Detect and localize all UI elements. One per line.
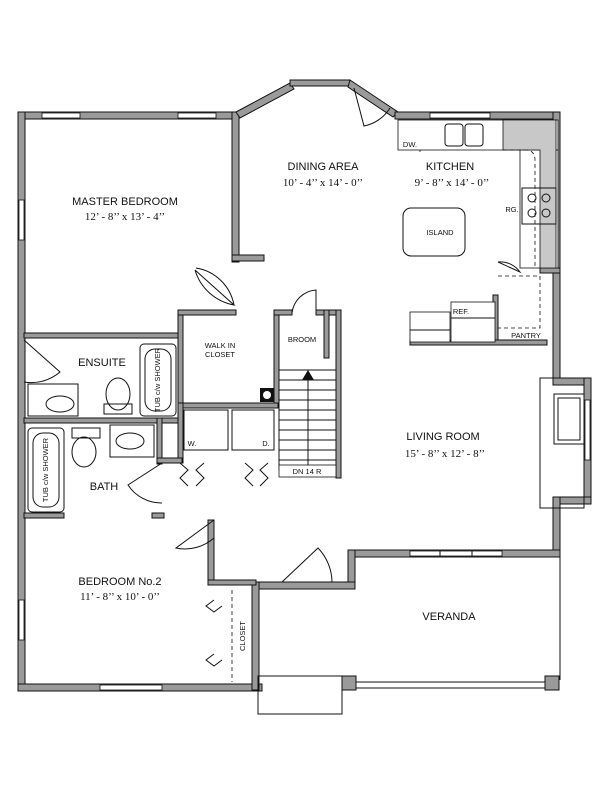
kitchen-cabinets: [397, 119, 559, 343]
veranda-label: VERANDA: [422, 611, 476, 623]
pantry-label: PANTRY: [511, 331, 541, 340]
kitchen-label: KITCHEN: [426, 161, 474, 173]
island-label: ISLAND: [426, 228, 454, 237]
broom-label: BROOM: [288, 335, 316, 344]
laundry: [183, 388, 275, 451]
bath-label: BATH: [90, 481, 119, 493]
dining-area-label: DINING AREA: [288, 161, 360, 173]
living-room-label: LIVING ROOM: [406, 431, 479, 443]
fireplace: [539, 377, 585, 509]
stairs-label: DN 14 R: [293, 467, 322, 476]
refrigerator-label: REF.: [453, 307, 469, 316]
bedroom2-label: BEDROOM No.2: [78, 576, 161, 588]
dryer-label: D.: [262, 439, 270, 448]
living-room-dims: 15’ - 8’’ x 12’ - 8’’: [405, 448, 485, 460]
labels: MASTER BEDROOM 12’ - 8’’ x 13’ - 4’’ DIN…: [41, 140, 541, 651]
veranda-area: [257, 557, 561, 715]
interior-walls: [23, 267, 561, 586]
closet-label: CLOSET: [238, 621, 247, 651]
bedroom2-dims: 11’ - 8’’ x 10’ - 0’’: [80, 591, 160, 603]
walk-in-closet-label-2: CLOSET: [205, 350, 235, 359]
washer-label: W.: [188, 439, 197, 448]
master-bedroom-dims: 12’ - 8’’ x 13’ - 4’’: [85, 211, 165, 223]
doors: [23, 87, 522, 667]
walk-in-closet-label-1: WALK IN: [205, 341, 236, 350]
bath-fixtures: [27, 343, 177, 513]
ensuite-label: ENSUITE: [78, 357, 126, 369]
ensuite-tub-label: TUB c/w SHOWER: [153, 347, 162, 412]
master-bedroom-label: MASTER BEDROOM: [72, 196, 178, 208]
kitchen-dims: 9’ - 8’’ x 14’ - 0’’: [415, 177, 490, 189]
range-label: RG.: [505, 205, 518, 214]
dishwasher-label: DW.: [403, 140, 417, 149]
stairs: [278, 369, 337, 478]
dining-area-dims: 10’ - 4’’ x 14’ - 0’’: [283, 177, 363, 189]
windows: [18, 112, 591, 691]
bath-tub-label: TUB c/w SHOWER: [41, 437, 50, 502]
